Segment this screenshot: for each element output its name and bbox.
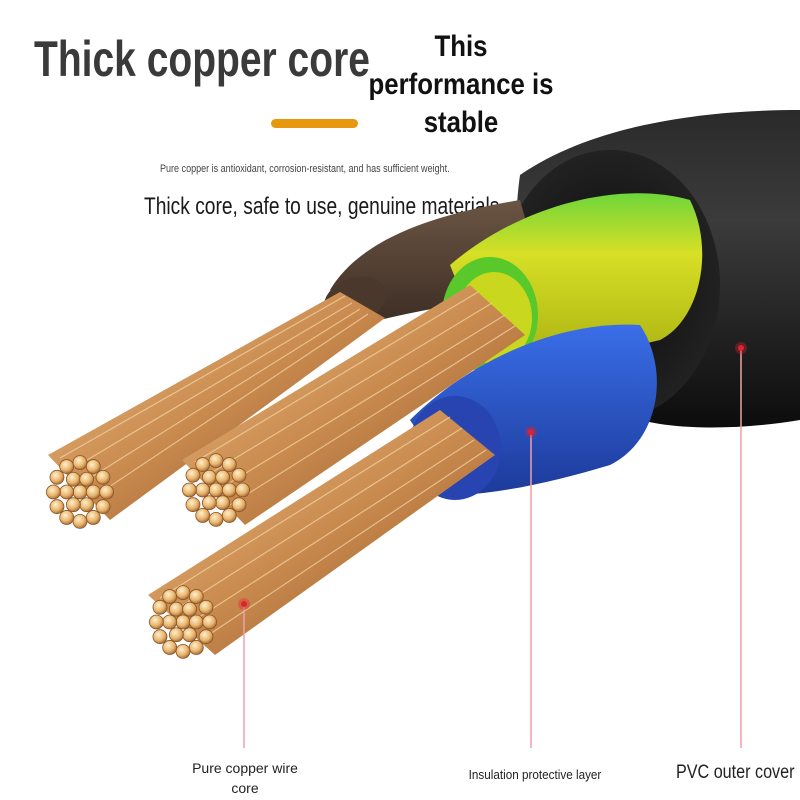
copper-strand-end (59, 459, 75, 474)
copper-strand-end (65, 471, 81, 487)
copper-strands-lower (148, 410, 495, 655)
copper-strand-end (152, 629, 168, 645)
copper-strand-end (188, 640, 204, 655)
copper-strand-end (148, 614, 164, 630)
copper-strand-end (72, 455, 88, 471)
copper-strand-end (231, 497, 247, 513)
copper-strands-left (48, 292, 385, 520)
copper-strand-end (208, 482, 224, 498)
tagline: Thick core, safe to use, genuine materia… (144, 193, 500, 220)
copper-strand-end (188, 614, 204, 630)
copper-strand-end (188, 589, 204, 604)
copper-strand-end (221, 482, 237, 498)
callout-pvc-marker (735, 342, 747, 748)
accent-bar (271, 119, 358, 128)
copper-strand-end (198, 599, 214, 615)
copper-strand-end (202, 614, 218, 630)
copper-strand-end (185, 497, 201, 513)
copper-strand-end (162, 614, 178, 630)
copper-strand-end (201, 469, 217, 485)
copper-strand-end (231, 467, 247, 483)
strand-ends-middle (181, 453, 251, 527)
copper-strand-end (182, 627, 198, 643)
copper-strand-end (195, 482, 211, 498)
copper-strand-end (46, 484, 61, 500)
copper-strand-end (175, 614, 191, 630)
copper-strand-end (65, 497, 81, 513)
copper-strand-end (215, 495, 231, 511)
copper-strand-end (49, 499, 65, 515)
copper-strand-end (72, 484, 88, 500)
copper-strand-end (181, 482, 197, 498)
callout-insulation-marker (525, 426, 537, 748)
copper-strand-end (85, 484, 101, 500)
copper-strand-end (195, 457, 211, 472)
copper-strand-end (85, 510, 101, 525)
copper-strand-end (72, 514, 88, 529)
copper-strand-end (168, 601, 184, 617)
copper-strand-end (208, 512, 224, 527)
copper-strand-end (85, 459, 101, 474)
copper-strand-end (162, 589, 178, 604)
copper-strand-end (95, 469, 111, 485)
copper-strand-end (235, 482, 251, 498)
copper-strands-middle (182, 285, 525, 525)
copper-strand-end (175, 585, 191, 600)
copper-strand-end (195, 508, 211, 523)
copper-strand-end (49, 469, 65, 485)
copper-strand-end (185, 467, 201, 483)
callout-insulation-label: Insulation protective layer (468, 767, 602, 782)
copper-strand-end (198, 629, 214, 645)
copper-strand-end (152, 599, 168, 615)
headline: Thick copper core (34, 31, 370, 87)
callout-copper-marker (238, 598, 250, 748)
copper-strand-end (215, 469, 231, 485)
strand-ends-lower (148, 585, 218, 659)
copper-strand-end (175, 644, 191, 659)
copper-strand-end (59, 484, 75, 500)
copper-strand-end (79, 497, 95, 513)
copper-strand-end (99, 484, 114, 500)
copper-strand-end (162, 640, 178, 655)
copper-strand-end (221, 508, 237, 523)
subheadline: This performance is stable (368, 30, 554, 139)
copper-strand-end (59, 510, 75, 525)
copper-strand-end (79, 471, 95, 487)
copper-strand-end (168, 627, 184, 643)
callout-copper-label: Pure copper wire core (192, 760, 298, 796)
copper-strand-end (208, 453, 224, 469)
strand-ends-left (46, 455, 114, 529)
copper-strand-end (182, 601, 198, 617)
copper-strand-end (201, 495, 217, 511)
material-note: Pure copper is antioxidant, corrosion-re… (160, 163, 450, 175)
copper-strand-end (95, 499, 111, 515)
callout-pvc-label: PVC outer cover (676, 762, 795, 783)
copper-strand-end (221, 457, 237, 472)
